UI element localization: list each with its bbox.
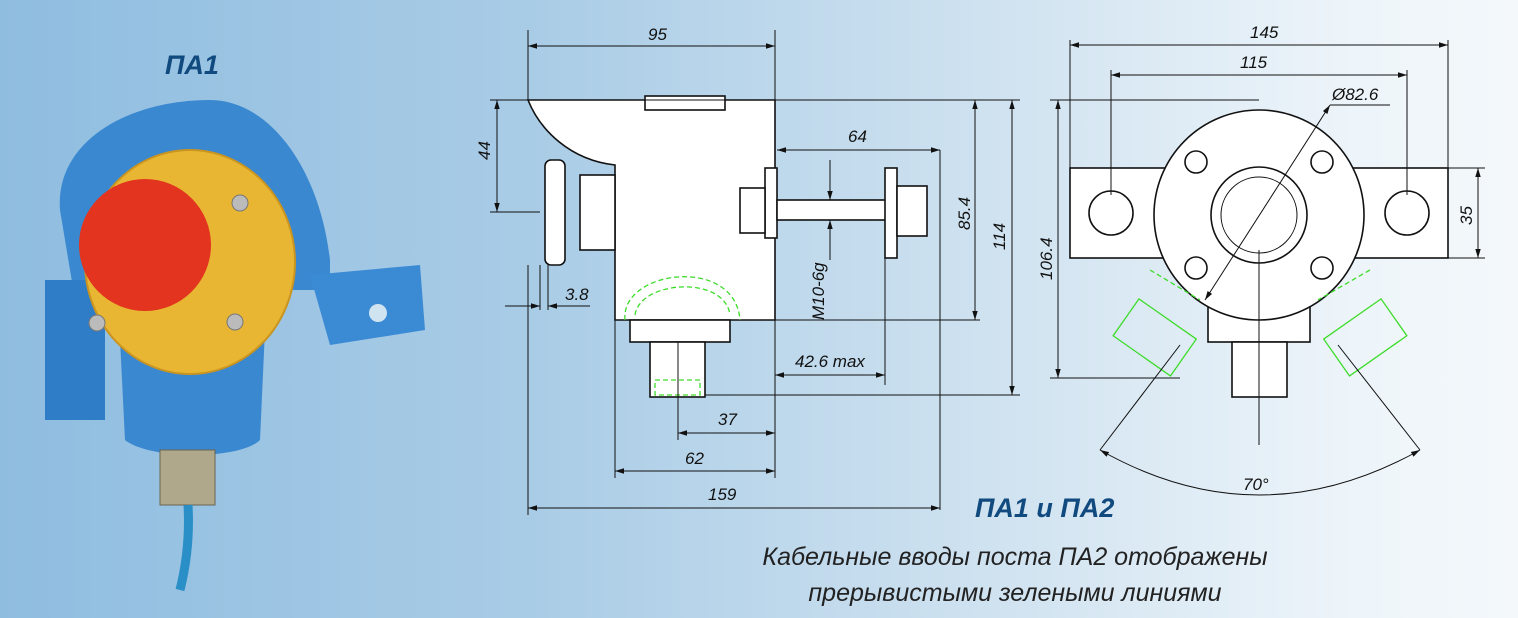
red-button (79, 179, 211, 311)
dim-106-4: 106.4 (1037, 237, 1056, 280)
bracket-hole (369, 304, 387, 322)
cable-gland (159, 449, 216, 506)
dim-159: 159 (708, 485, 737, 504)
dim-angle: 70° (1243, 475, 1269, 494)
dim-145: 145 (1250, 23, 1279, 42)
screw-icon (226, 313, 244, 331)
dim-62: 62 (685, 449, 704, 468)
dim-37: 37 (718, 410, 737, 429)
photo-title: ПА1 (165, 50, 219, 80)
screw-icon (231, 194, 249, 212)
dim-42-6: 42.6 max (795, 352, 865, 371)
front-view: 145 115 Ø82.6 35 106.4 70° (1037, 23, 1485, 496)
cable (175, 504, 193, 592)
caption-line-1: Кабельные вводы поста ПА2 отображены (762, 543, 1267, 571)
dim-thread: M10-6g (809, 262, 828, 320)
side-view: 95 44 64 85.4 114 M10-6g 3.8 42.6 max 37… (475, 25, 1020, 515)
dim-115: 115 (1240, 53, 1268, 72)
dim-diameter: Ø82.6 (1331, 85, 1379, 104)
models-label: ПА1 и ПА2 (975, 493, 1114, 523)
dim-85-4: 85.4 (955, 197, 974, 230)
caption-line-2: прерывистыми зелеными линиями (808, 579, 1221, 607)
dim-3-8: 3.8 (565, 285, 589, 304)
mounting-bracket (310, 265, 425, 345)
dim-114: 114 (990, 223, 1009, 250)
screw-icon (88, 314, 106, 332)
dim-35: 35 (1457, 206, 1476, 225)
dim-95: 95 (648, 25, 667, 44)
device-photo: ПА1 (45, 50, 425, 592)
dim-44: 44 (475, 141, 494, 160)
dim-64: 64 (848, 127, 867, 146)
green-glands (1112, 269, 1408, 377)
